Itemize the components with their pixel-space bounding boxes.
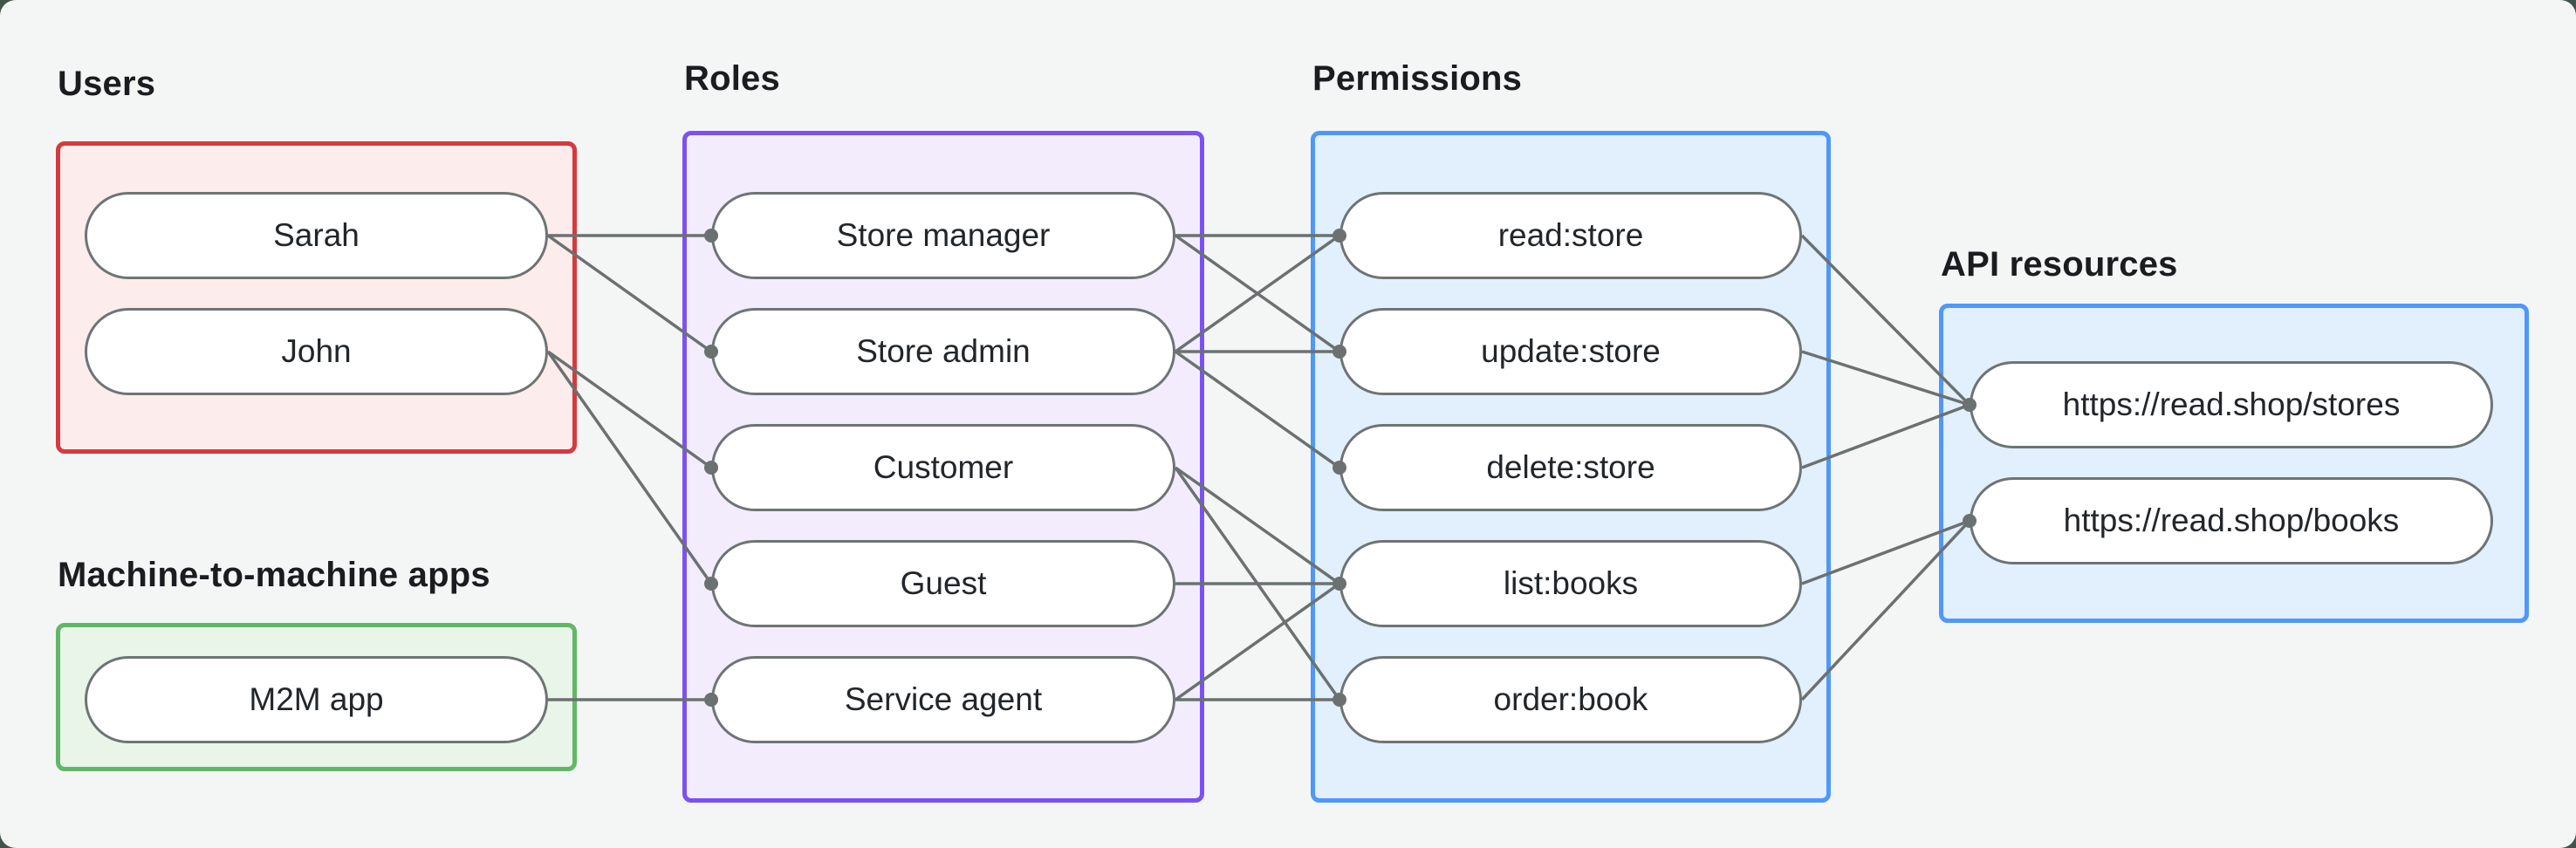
node-label: Service agent xyxy=(844,681,1043,717)
node-label: Store admin xyxy=(856,333,1031,369)
group-label-permissions: Permissions xyxy=(1312,59,1523,98)
node-label: list:books xyxy=(1503,565,1639,601)
node-customer: Customer xyxy=(711,424,1175,511)
node-label: https://read.shop/books xyxy=(2063,503,2400,538)
group-label-users: Users xyxy=(58,65,156,103)
node-m2m-app: M2M app xyxy=(85,656,548,743)
node-sarah: Sarah xyxy=(85,192,548,279)
node-books-api: https://read.shop/books xyxy=(1970,477,2493,564)
node-update-store: update:store xyxy=(1339,308,1802,395)
node-read-store: read:store xyxy=(1339,192,1802,279)
node-label: Store manager xyxy=(836,217,1051,253)
node-label: delete:store xyxy=(1486,449,1655,485)
node-store-admin: Store admin xyxy=(711,308,1175,395)
node-list-books: list:books xyxy=(1339,540,1802,627)
node-label: https://read.shop/stores xyxy=(2062,386,2401,422)
node-john: John xyxy=(85,308,548,395)
node-service-agent: Service agent xyxy=(711,656,1175,743)
node-guest: Guest xyxy=(711,540,1175,627)
node-label: M2M app xyxy=(249,681,384,717)
node-delete-store: delete:store xyxy=(1339,424,1802,511)
group-label-api: API resources xyxy=(1941,245,2178,284)
group-box-api xyxy=(1939,304,2529,623)
node-stores-api: https://read.shop/stores xyxy=(1970,361,2493,448)
node-label: Sarah xyxy=(273,217,360,253)
group-box-users xyxy=(56,141,577,454)
node-label: read:store xyxy=(1497,217,1644,253)
group-label-m2m: Machine-to-machine apps xyxy=(58,556,490,594)
group-label-roles: Roles xyxy=(684,59,780,98)
node-label: John xyxy=(281,333,352,369)
node-label: order:book xyxy=(1493,681,1648,717)
node-store-manager: Store manager xyxy=(711,192,1175,279)
node-label: update:store xyxy=(1481,333,1661,369)
node-label: Guest xyxy=(900,565,987,601)
node-order-book: order:book xyxy=(1339,656,1802,743)
node-label: Customer xyxy=(873,449,1014,485)
